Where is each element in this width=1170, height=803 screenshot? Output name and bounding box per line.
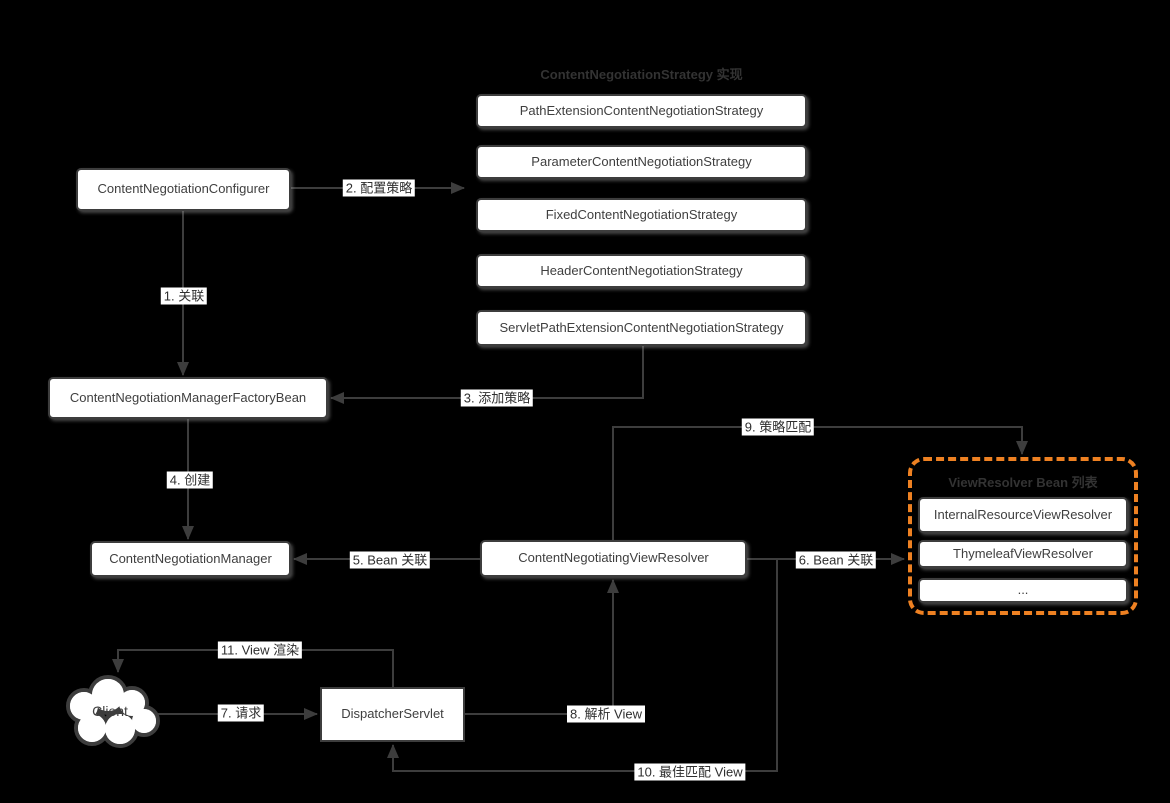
node-client: Client — [58, 670, 162, 752]
edge-label-3: 3. 添加策略 — [460, 389, 534, 407]
node-dispatcher-servlet: DispatcherServlet — [320, 687, 465, 742]
edge-label-4: 4. 创建 — [166, 471, 214, 489]
edge-3-line — [330, 346, 644, 404]
edge-9-line — [612, 426, 1028, 540]
node-content-negotiation-manager-factory-bean: ContentNegotiationManagerFactoryBean — [48, 377, 328, 419]
edge-10-line — [387, 560, 778, 772]
edge-label-2: 2. 配置策略 — [342, 179, 416, 197]
strategy-group-title: ContentNegotiationStrategy 实现 — [540, 67, 743, 82]
edge-label-10: 10. 最佳匹配 View — [634, 763, 746, 781]
node-content-negotiation-configurer: ContentNegotiationConfigurer — [76, 168, 291, 211]
client-label: Client — [92, 703, 128, 719]
node-path-extension-strategy: PathExtensionContentNegotiationStrategy — [476, 94, 807, 128]
edge-label-11: 11. View 渲染 — [217, 641, 303, 659]
node-content-negotiation-manager: ContentNegotiationManager — [90, 541, 291, 577]
edge-label-6: 6. Bean 关联 — [795, 551, 877, 569]
edge-label-9: 9. 策略匹配 — [741, 418, 815, 436]
node-internal-resource-view-resolver: InternalResourceViewResolver — [918, 497, 1128, 533]
node-fixed-strategy: FixedContentNegotiationStrategy — [476, 198, 807, 232]
node-parameter-strategy: ParameterContentNegotiationStrategy — [476, 145, 807, 179]
edge-label-1: 1. 关联 — [160, 287, 208, 305]
node-content-negotiating-view-resolver: ContentNegotiatingViewResolver — [480, 540, 747, 577]
node-servlet-path-extension-strategy: ServletPathExtensionContentNegotiationSt… — [476, 310, 807, 346]
edge-label-8: 8. 解析 View — [566, 705, 646, 723]
viewresolver-group: ViewResolver Bean 列表 InternalResourceVie… — [908, 457, 1138, 615]
node-thymeleaf-view-resolver: ThymeleafViewResolver — [918, 540, 1128, 568]
viewresolver-group-title: ViewResolver Bean 列表 — [948, 475, 1098, 490]
node-viewresolver-ellipsis: ... — [918, 578, 1128, 603]
edge-label-7: 7. 请求 — [217, 704, 265, 722]
client-cloud-icon — [66, 675, 160, 748]
edge-label-5: 5. Bean 关联 — [349, 551, 431, 569]
node-header-strategy: HeaderContentNegotiationStrategy — [476, 254, 807, 288]
edge-8-line — [465, 579, 619, 715]
